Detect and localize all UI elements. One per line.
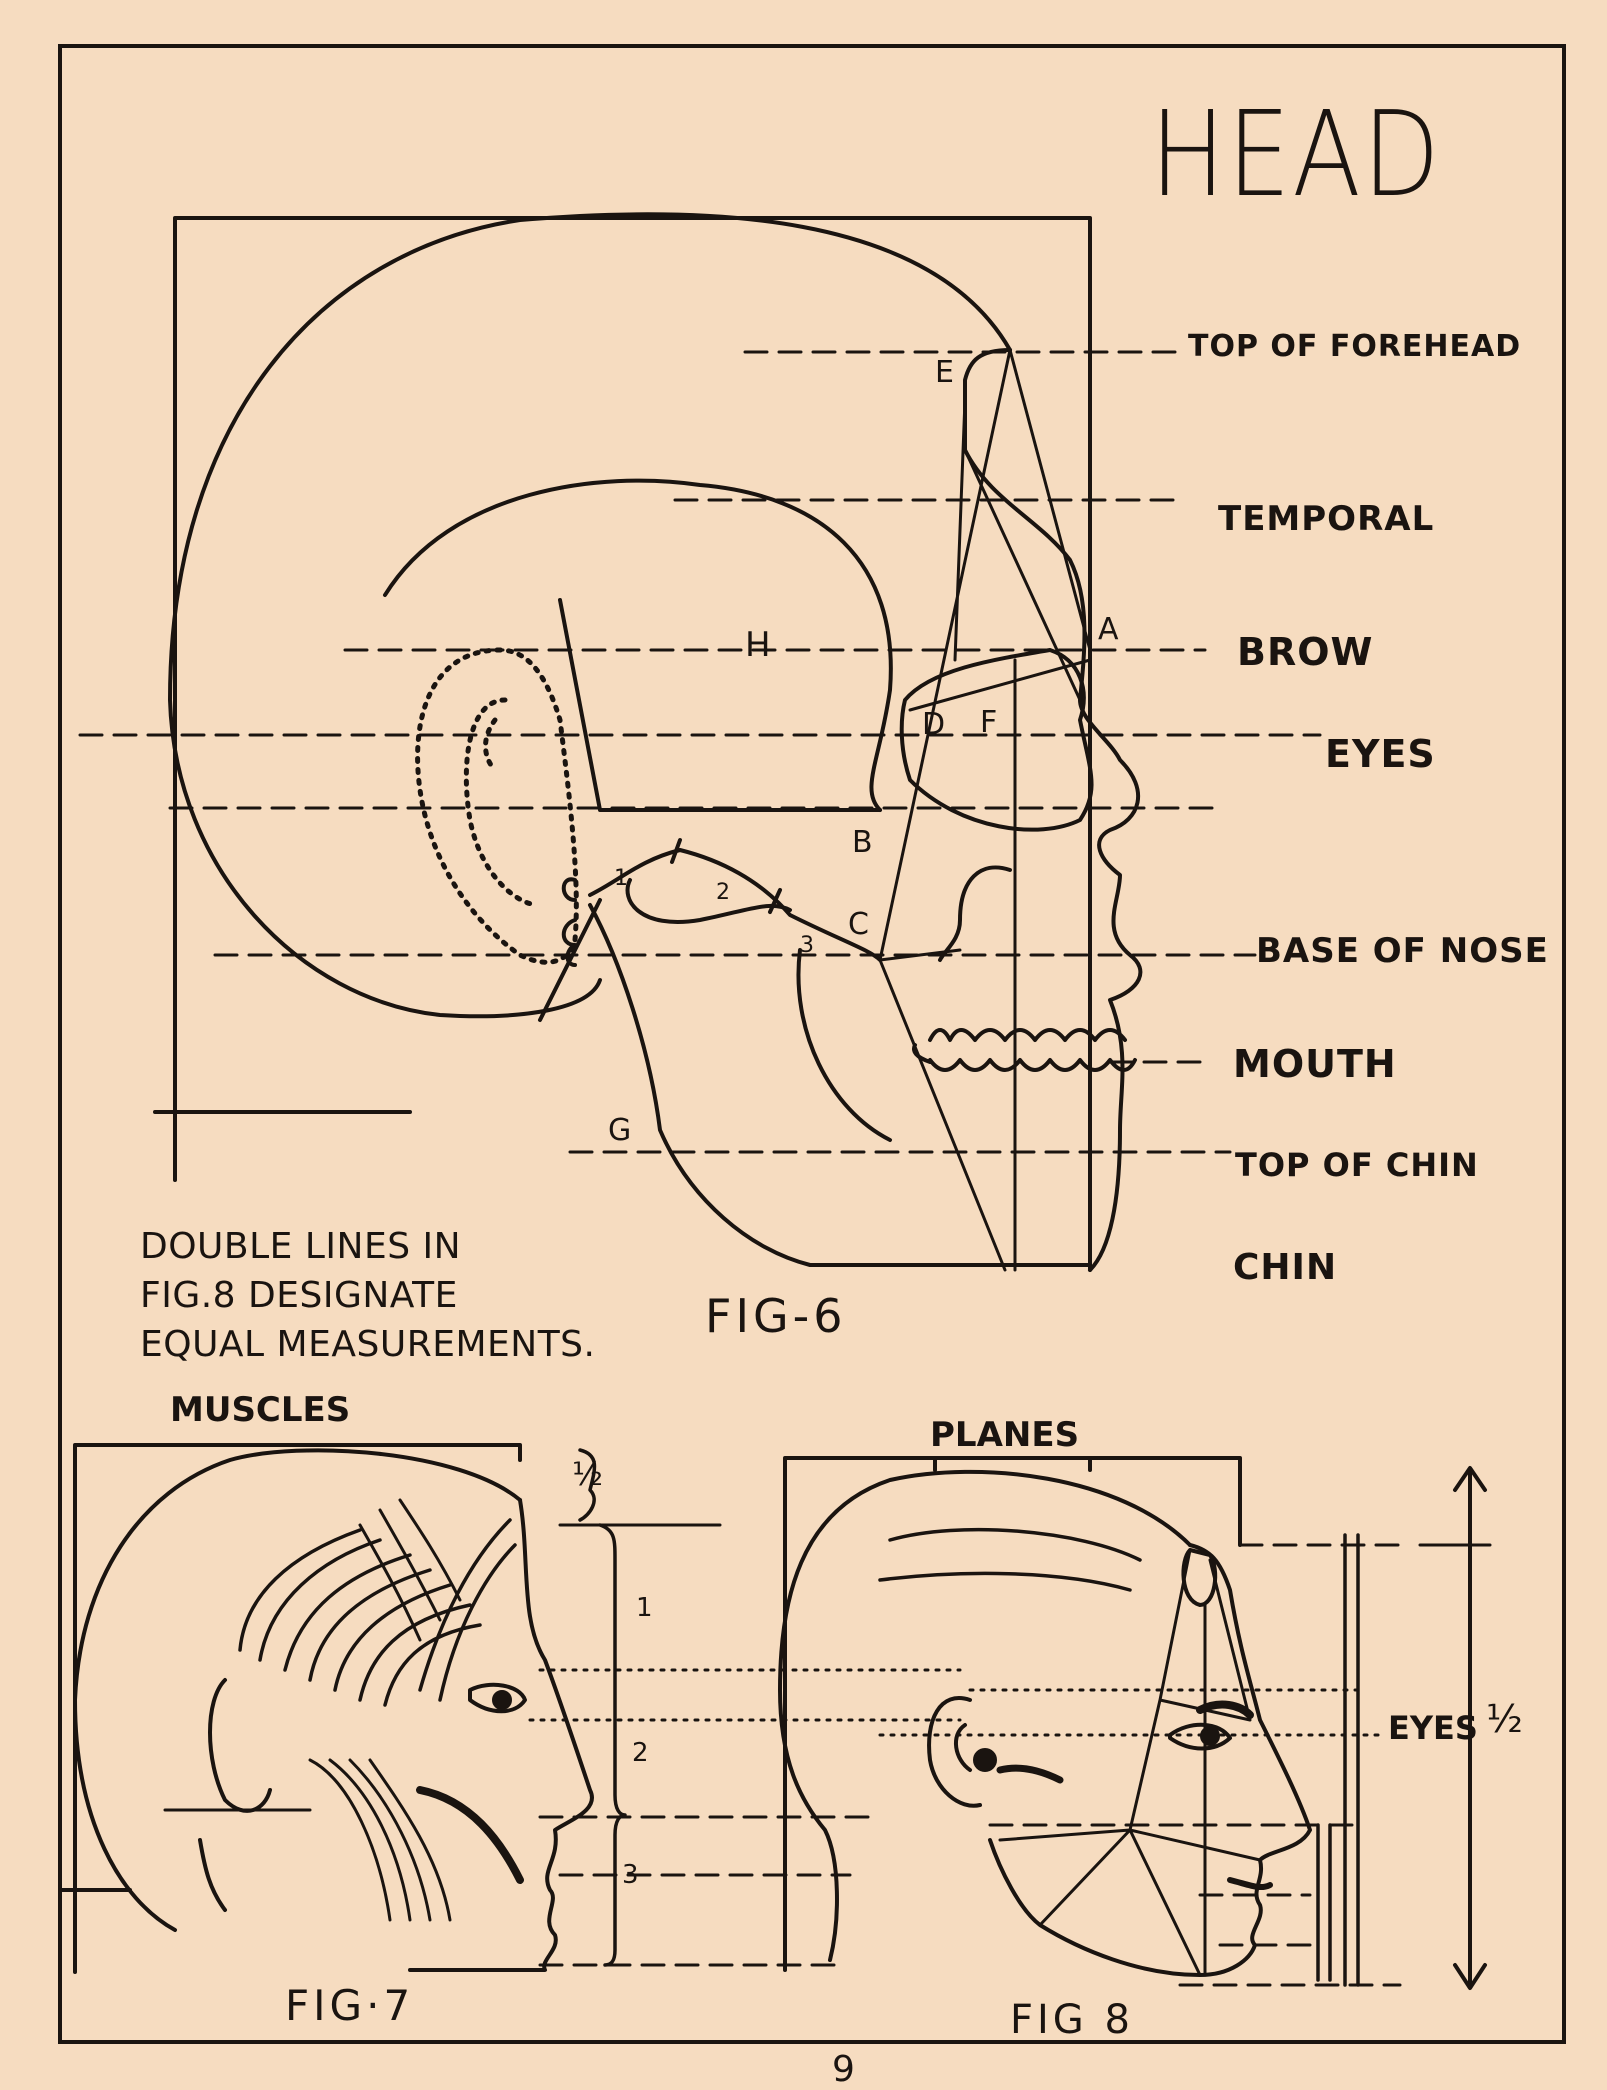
point-h: H (745, 625, 771, 665)
fig6-caption: FIG-6 (705, 1289, 847, 1343)
fig7-caption: FIG·7 (285, 1981, 415, 2030)
label-base-of-nose: BASE OF NOSE (1256, 931, 1549, 971)
note-line-2: FIG.8 DESIGNATE (140, 1275, 458, 1316)
fig6-skull (153, 212, 1143, 1272)
point-f: F (980, 705, 998, 740)
jaw-mark-3: 3 (800, 933, 814, 958)
page-title: HEAD (1150, 85, 1442, 223)
label-mouth: MOUTH (1233, 1042, 1397, 1086)
label-top-of-chin: TOP OF CHIN (1235, 1146, 1479, 1184)
label-eyes: EYES (1325, 732, 1436, 776)
jaw-mark-2: 2 (716, 880, 730, 905)
fig7-mark-3: 3 (622, 1860, 639, 1890)
label-brow: BROW (1237, 630, 1374, 674)
fig8-planes (778, 1456, 1492, 1990)
jaw-mark-1: 1 (614, 866, 628, 891)
point-c: C (848, 907, 869, 942)
point-b: B (852, 825, 873, 860)
fig7-mark-2: 2 (632, 1738, 649, 1768)
fig8-heading: PLANES (930, 1415, 1080, 1455)
fig8-caption: FIG 8 (1010, 1997, 1134, 2043)
fig7-muscles (58, 1443, 962, 1974)
point-a: A (1098, 612, 1119, 647)
fig7-heading: MUSCLES (170, 1390, 351, 1430)
fig7-mark-half: ½ (572, 1455, 604, 1493)
label-temporal: TEMPORAL (1218, 499, 1435, 539)
point-d: D (922, 707, 946, 742)
fig7-mark-1: 1 (636, 1593, 653, 1623)
label-top-of-forehead: TOP OF FOREHEAD (1188, 329, 1522, 364)
label-chin: CHIN (1233, 1247, 1338, 1288)
page-number: 9 (832, 2049, 855, 2090)
fig8-eyes-label: EYES (1388, 1709, 1478, 1747)
note-line-3: EQUAL MEASUREMENTS. (140, 1324, 596, 1365)
fig6-level-lines (78, 350, 1322, 1154)
point-e: E (935, 355, 954, 390)
point-g: G (608, 1113, 632, 1148)
note-line-1: DOUBLE LINES IN (140, 1226, 462, 1267)
fig8-half: ½ (1486, 1697, 1523, 1741)
page-border (58, 44, 1566, 2044)
